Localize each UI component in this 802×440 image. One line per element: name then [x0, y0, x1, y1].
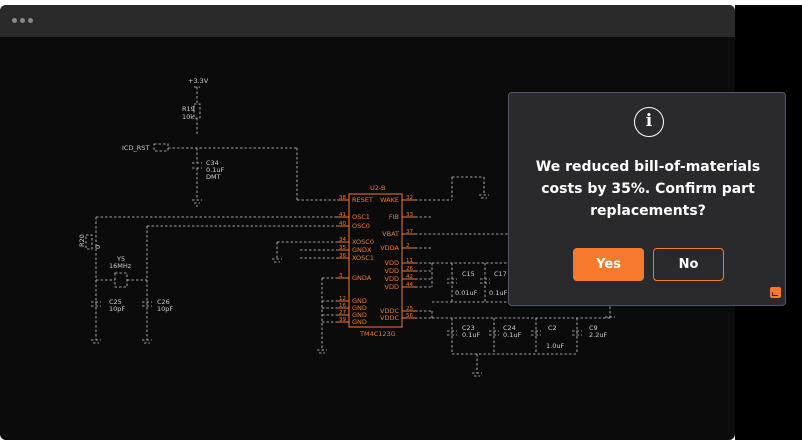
- c24-value: 0.1uF: [503, 331, 521, 339]
- chip-pin-number: 32: [406, 195, 413, 201]
- window-titlebar: [0, 5, 735, 37]
- window-dot-icon[interactable]: [12, 18, 17, 23]
- chip-pin-name: VDD: [385, 259, 399, 267]
- chip-pin-number: 16: [339, 303, 346, 309]
- chip-pin-name: OSC0: [352, 222, 370, 230]
- chip-pin-name: RESET: [352, 196, 373, 204]
- c23-value: 0.1uF: [462, 331, 480, 339]
- r20-ref: R20: [78, 234, 86, 247]
- c15-value: 0.01uF: [455, 289, 478, 297]
- chip-pin-name: VBAT: [382, 230, 399, 238]
- chip-pin-number: 37: [406, 229, 413, 235]
- chip-ref: U2-B: [370, 184, 385, 192]
- chip-pin-name: XOSC0: [352, 238, 374, 246]
- c26-value: 10pF: [157, 305, 173, 313]
- c2-ref: C2: [548, 324, 557, 332]
- c15-ref: C15: [462, 270, 475, 278]
- icd-rst-label: ICD_RST: [122, 144, 149, 152]
- chip-pin-name: WAKE: [380, 196, 399, 204]
- chip-pin-name: VDDA: [380, 244, 399, 252]
- chip-pin-name: GND: [352, 318, 367, 326]
- chip-pin-name: GND: [352, 311, 367, 319]
- chip-pin-name: FIB: [389, 213, 399, 221]
- chip-pin-number: 27: [339, 310, 346, 316]
- chip-pin-name: VDD: [385, 283, 399, 291]
- c34-note: DMT: [206, 173, 221, 181]
- chip-pin-name: OSC1: [352, 213, 370, 221]
- c24-ref: C24: [503, 324, 516, 332]
- chip-pin-number: 25: [406, 306, 413, 312]
- c26-ref: C26: [157, 298, 170, 306]
- window-dot-icon[interactable]: [28, 18, 33, 23]
- chip-pin-name: VDD: [385, 267, 399, 275]
- chip-pin-number: 41: [339, 212, 346, 218]
- chip-pin-number: 12: [339, 296, 346, 302]
- y5-ref: Y5: [116, 255, 125, 263]
- edit-icon[interactable]: [770, 287, 781, 298]
- chip-pin-name: XOSC1: [352, 254, 374, 262]
- chip-part: TM4C123G: [359, 330, 396, 338]
- r19-ref: R19: [182, 105, 195, 113]
- info-icon: i: [634, 107, 664, 137]
- c9-ref: C9: [589, 324, 598, 332]
- chip-pin-number: 56: [406, 313, 413, 319]
- chip-pin-name: VDDC: [380, 307, 399, 315]
- chip-pin-name: GND: [352, 304, 367, 312]
- chip-pin-number: 33: [406, 212, 413, 218]
- c2-value: 1.0uF: [546, 342, 564, 350]
- chip-pin-number: 2: [406, 243, 410, 249]
- chip-pin-name: VDDC: [380, 314, 399, 322]
- chip-pin-number: 40: [339, 221, 346, 227]
- schematic-canvas[interactable]: +3.3V R19 10k ICD_RST C34 0.1uF DMT R20 …: [0, 37, 735, 440]
- r20-value: 0: [94, 245, 102, 249]
- chip-pin-name: GND: [352, 297, 367, 305]
- dialog-message: We reduced bill-of-materials costs by 35…: [535, 159, 761, 219]
- c25-value: 10pF: [109, 305, 125, 313]
- c23-ref: C23: [462, 324, 475, 332]
- chip-pin-number: 3: [339, 273, 343, 279]
- chip-pin-number: 35: [339, 245, 346, 251]
- chip-pin-number: 26: [406, 266, 413, 272]
- chip-pin-number: 34: [339, 237, 346, 243]
- chip-pin-number: 39: [339, 317, 346, 323]
- chip-pin-name: VDD: [385, 275, 399, 283]
- chip-pin-number: 38: [339, 195, 346, 201]
- chip-pin-number: 11: [406, 258, 413, 264]
- chip-pin-number: 44: [406, 282, 413, 288]
- window-dot-icon[interactable]: [20, 18, 25, 23]
- c9-value: 2.2uF: [589, 331, 607, 339]
- confirm-dialog: i We reduced bill-of-materials costs by …: [508, 92, 786, 306]
- r19-value: 10k: [182, 113, 194, 121]
- yes-button[interactable]: Yes: [573, 248, 644, 281]
- chip-pin-number: 36: [339, 253, 346, 259]
- vcc-label: +3.3V: [188, 77, 209, 85]
- chip-pin-number: 42: [406, 274, 413, 280]
- c17-value: 0.1uF: [489, 289, 507, 297]
- y5-value: 16MHz: [109, 262, 132, 270]
- c34-value: 0.1uF: [206, 166, 224, 174]
- c25-ref: C25: [109, 298, 122, 306]
- chip-pin-name: GNDX: [352, 246, 372, 254]
- c34-ref: C34: [206, 159, 219, 167]
- no-button[interactable]: No: [653, 248, 724, 281]
- c17-ref: C17: [494, 270, 507, 278]
- chip-pin-name: GNDA: [352, 274, 372, 282]
